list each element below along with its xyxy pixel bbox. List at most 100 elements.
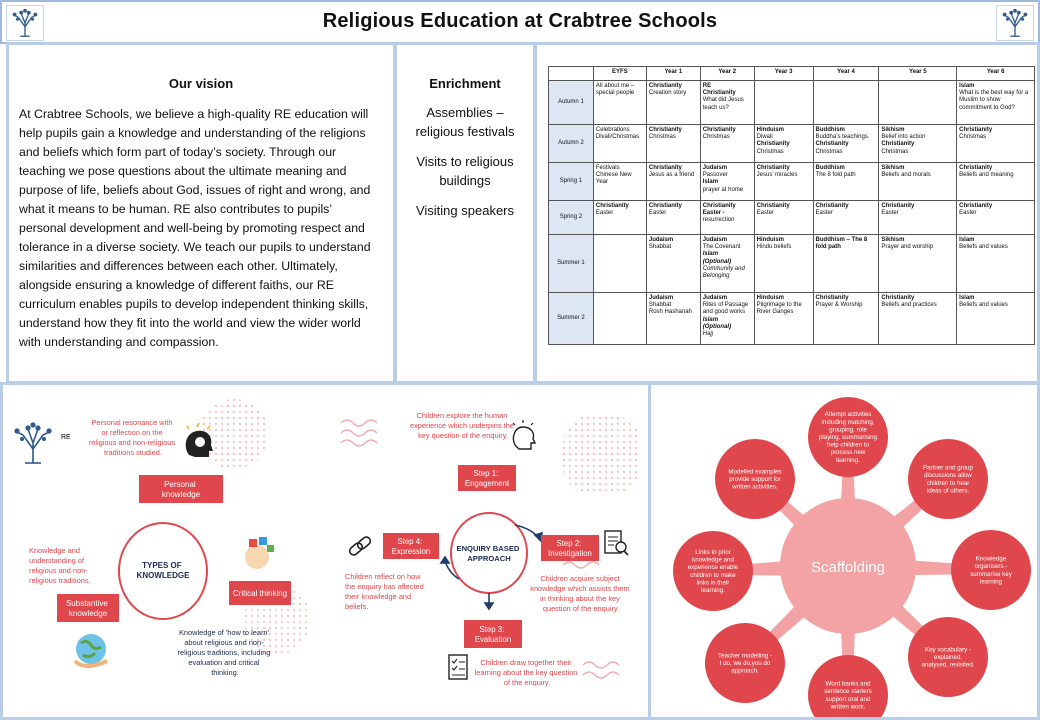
cell-text: Christianity	[881, 295, 915, 301]
scaffold-node-line: Knowledge	[976, 556, 1007, 563]
cell-text: Christmas	[815, 148, 843, 155]
personal-knowledge-description: Personal resonance with or reflection on…	[89, 418, 177, 457]
cell-text: Hajj	[702, 331, 714, 338]
cell-text: Christianity	[756, 203, 790, 209]
scaffold-node-line: Key vocabulary -	[925, 646, 971, 653]
table-header-cell	[548, 66, 594, 81]
cell-text: Buddhism – The 8 fold path	[815, 237, 868, 251]
table-cell	[812, 80, 880, 125]
cell-text: Beliefs and meaning	[959, 172, 1014, 179]
step-3-description: Children draw together their learning ab…	[475, 658, 580, 687]
cell-text: Buddhism	[815, 165, 845, 171]
table-cell: Buddhism – The 8 fold path	[812, 234, 880, 293]
scaffold-node-circle	[673, 531, 753, 611]
table-header-cell: Year 4	[812, 66, 880, 81]
cell-text: Islam	[702, 316, 719, 323]
vision-heading: Our vision	[168, 76, 234, 91]
cell-text: Rosh Hashanah	[648, 309, 692, 316]
cell-text: Christianity	[756, 165, 790, 171]
cell-text: Festivals	[595, 165, 620, 171]
critical-thinking-label: Critical thinking	[233, 589, 287, 598]
scaffold-node-line: experience enable	[688, 564, 739, 571]
cell-text: Easter	[815, 210, 833, 217]
scaffold-node-line: help children to	[827, 442, 870, 449]
enrichment-item: Assemblies – religious festivals	[415, 105, 515, 139]
cell-text: Christianity	[595, 203, 629, 209]
step-2-label: Step 2: Investigation	[548, 539, 592, 558]
scaffold-node-line: playing, summarising	[819, 434, 878, 441]
scaffold-node-line: learning	[980, 578, 1003, 585]
cell-text: Prayer and worship	[881, 244, 934, 251]
cell-text: Pilgrimage to the River Ganges	[756, 302, 802, 316]
table-cell: All about me – special people	[592, 80, 647, 125]
cell-text: Islam	[959, 295, 975, 301]
scaffold-node-line: provide support for	[729, 476, 781, 483]
scaffold-node-line: I do, we do,you do	[720, 660, 771, 667]
scaffold-node-line: Modelled examples	[728, 468, 781, 475]
cell-text: Beliefs and practices	[881, 302, 937, 309]
school-tree-logo	[996, 5, 1034, 41]
scaffold-node-line: summarise key	[970, 571, 1013, 578]
step-4-description: Children reflect on how the enquiry has …	[345, 572, 426, 611]
cell-text: What is the best way for a Muslim to sho…	[959, 90, 1029, 111]
substantive-knowledge-description: Knowledge and understanding of religious…	[29, 546, 91, 585]
term-cell: Summer 1	[548, 234, 594, 293]
scaffold-node-circle	[808, 397, 888, 477]
scaffold-node-line: grouping, role	[829, 426, 867, 433]
table-cell	[753, 80, 814, 125]
table-header-cell: EYFS	[592, 66, 647, 81]
enrichment-panel: Enrichment Assemblies – religious festiv…	[394, 42, 536, 384]
types-title-line: TYPES OF	[142, 561, 182, 570]
scaffold-node-circle	[908, 439, 988, 519]
types-of-knowledge-circle	[118, 522, 208, 620]
cell-text: Christianity	[756, 141, 790, 148]
cell-text: RE	[702, 83, 712, 89]
cell-text: Hinduism	[756, 295, 785, 301]
cell-text: Christianity	[815, 141, 849, 148]
cell-text: (Optional)	[702, 258, 732, 265]
scaffold-center-label: Scaffolding	[811, 559, 885, 576]
decorative-dots	[199, 399, 269, 469]
step-2-box	[541, 535, 599, 561]
scaffold-node-line: discussions allow	[924, 472, 972, 479]
enrichment-item: Visiting speakers	[415, 203, 515, 218]
cell-text: Judaism	[648, 295, 674, 301]
step-1-label: Step 1: Engagement	[465, 469, 510, 488]
cell-text: All about me – special people	[595, 83, 635, 97]
cell-text: Christianity	[959, 127, 993, 133]
scaffold-node-line: knowledge and	[692, 557, 734, 564]
step-2-description: Children acquire subject knowledge which…	[530, 574, 631, 613]
cell-text: Christianity	[648, 165, 682, 171]
page-title: Religious Education at Crabtree Schools	[322, 10, 718, 32]
cell-text: Christianity	[702, 127, 736, 133]
scaffold-node-line: written activities.	[731, 484, 778, 491]
cell-text: Beliefs and values	[959, 302, 1008, 309]
table-header-cell: Year 1	[645, 66, 701, 81]
scaffold-node-line: Teacher modelling -	[718, 652, 772, 659]
cell-text: Sikhism	[881, 237, 905, 243]
re-label: RE	[61, 434, 71, 441]
table-header-cell: Year 2	[699, 66, 755, 81]
cell-text: Easter	[595, 210, 614, 217]
cell-text: Christianity	[702, 90, 736, 97]
